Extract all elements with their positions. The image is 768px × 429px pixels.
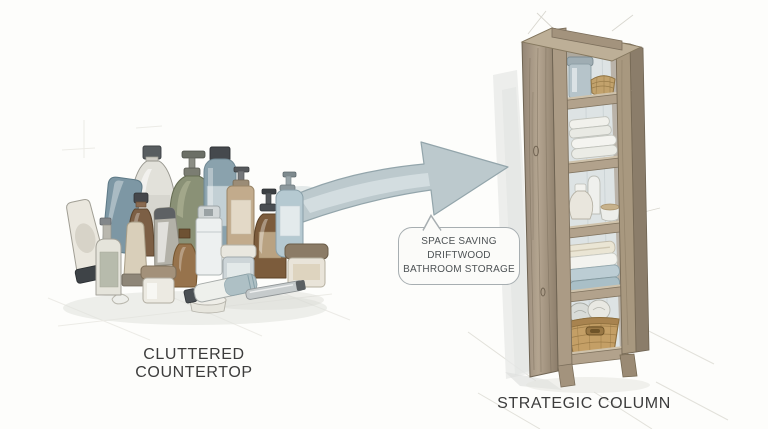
towel-stack-white — [568, 116, 618, 160]
storage-column — [520, 10, 661, 388]
after-label: STRATEGIC COLUMN — [497, 395, 671, 412]
canister-jar — [566, 56, 594, 99]
callout-line-3: BATHROOM STORAGE — [403, 264, 515, 275]
callout-line-2: DRIFTWOOD — [427, 250, 491, 261]
transition-arrow-icon — [276, 141, 509, 223]
vase-group — [568, 175, 621, 222]
jar-brown-lid — [284, 243, 329, 288]
wood-grain — [529, 37, 552, 373]
metal-tube — [245, 280, 306, 300]
jar-taupe-lid — [140, 265, 177, 304]
toothpaste-tube — [183, 273, 258, 304]
callout-line-1: SPACE SAVING — [421, 236, 497, 247]
airless-pump-cylinder — [195, 205, 223, 276]
legs — [557, 353, 638, 388]
cluttered-countertop-illustration — [63, 145, 329, 325]
callout-bubble: SPACE SAVING DRIFTWOOD BATHROOM STORAGE — [398, 214, 520, 285]
pale-blue-lotion-pump — [275, 171, 304, 258]
tan-pump-bottle — [226, 166, 255, 257]
wall-shadow — [493, 70, 650, 393]
spray-bottle — [95, 217, 122, 296]
towel-stack-colored — [564, 240, 621, 293]
before-label: CLUTTERED COUNTERTOP — [135, 346, 253, 381]
callout-tail — [422, 214, 442, 231]
